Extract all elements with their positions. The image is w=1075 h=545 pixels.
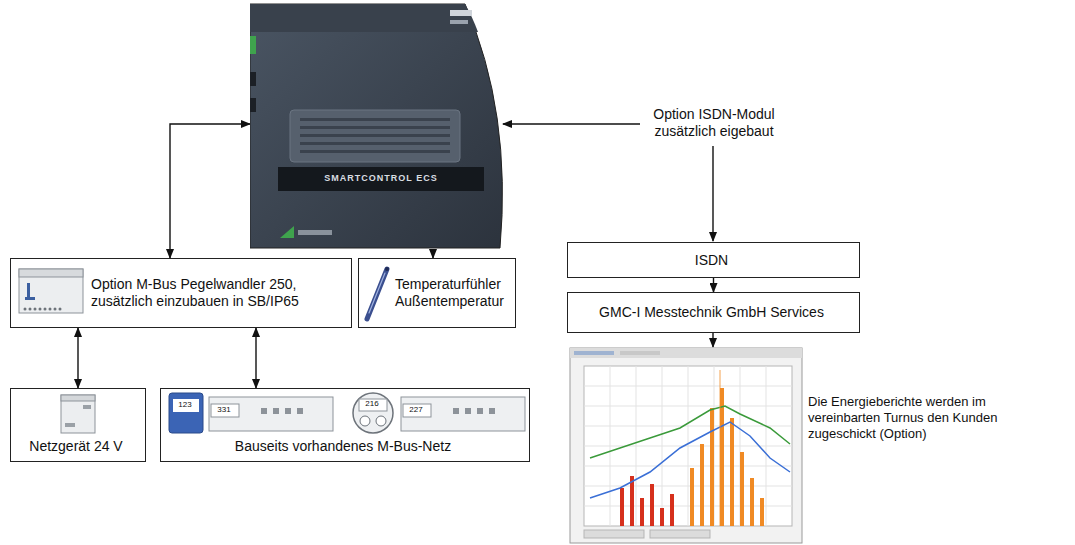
node-text: ISDN: [695, 252, 732, 269]
power-supply-box: Netzgerät 24 V: [10, 388, 146, 462]
node-text: Temperaturfühler Außentemperatur: [395, 276, 515, 310]
meter-reading: 331: [210, 403, 238, 416]
level-converter-icon: [11, 259, 91, 327]
thermometer-icon: [359, 259, 395, 327]
meter-reading: 216: [358, 398, 386, 410]
annotation: Option ISDN-Modul zusätzlich eigebaut: [636, 106, 792, 140]
meter-reading: 123: [172, 398, 198, 411]
connector-arrow: [432, 250, 433, 258]
connector-arrow: [713, 278, 714, 292]
meter-network-box: Bauseits vorhandenes M-Bus-Netz: [160, 388, 530, 462]
node-text: Option M-Bus Pegelwandler 250, zusätzlic…: [91, 276, 305, 310]
leader-arrow: [712, 146, 713, 241]
converter-box: Option M-Bus Pegelwandler 250, zusätzlic…: [10, 258, 352, 328]
meter-reading: 227: [402, 403, 430, 416]
connector-arrow: [255, 328, 256, 388]
process-box: ISDN: [567, 242, 860, 278]
report-screenshot: [570, 348, 802, 543]
process-box: GMC-I Messtechnik GmbH Services: [567, 292, 860, 333]
connector-arrow: [170, 124, 250, 258]
device-illustration: [250, 2, 508, 250]
leader-arrow: [503, 123, 640, 124]
annotation: Die Energieberichte werden im vereinbart…: [808, 394, 1026, 442]
node-text: GMC-I Messtechnik GmbH Services: [599, 304, 828, 321]
sensor-box: Temperaturfühler Außentemperatur: [358, 258, 516, 328]
device-brand: SMARTCONTROL ECS: [280, 171, 482, 185]
node-text: Bauseits vorhandenes M-Bus-Netz: [235, 438, 455, 455]
leader-arrow: [712, 333, 713, 347]
node-text: Netzgerät 24 V: [29, 438, 126, 455]
controller-device: SMARTCONTROL ECS: [250, 2, 508, 250]
connector-arrow: [77, 328, 78, 388]
